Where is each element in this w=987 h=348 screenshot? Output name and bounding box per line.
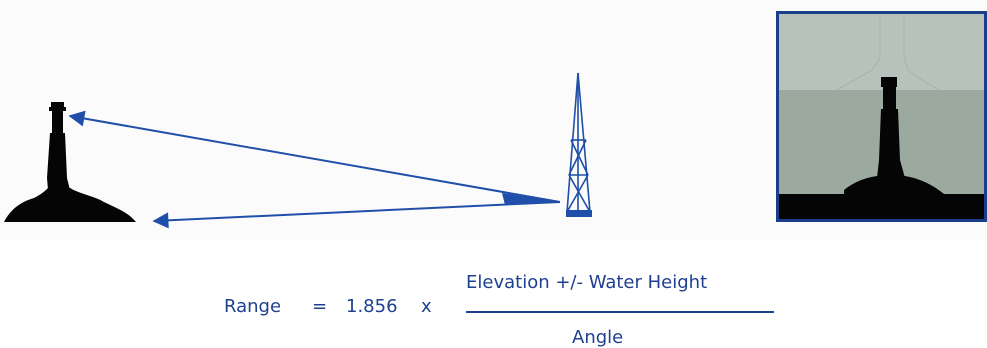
lighthouse-sighting-view-icon: [776, 11, 987, 222]
sight-line-top: [68, 110, 561, 203]
angle-wedge: [502, 193, 560, 205]
fraction-bar: [466, 311, 774, 313]
sight-lines: [68, 110, 561, 229]
formula-equals: =: [312, 296, 328, 317]
formula-lhs: Range: [224, 296, 282, 317]
sight-line-bottom: [152, 201, 561, 229]
formula-times: x: [421, 296, 432, 317]
formula-coefficient: 1.856: [346, 296, 398, 317]
lighthouse-silhouette-icon: [4, 102, 136, 222]
formula-denominator: Angle: [572, 327, 624, 348]
formula-numerator: Elevation +/- Water Height: [466, 272, 708, 293]
boat-mast-icon: [566, 72, 592, 217]
